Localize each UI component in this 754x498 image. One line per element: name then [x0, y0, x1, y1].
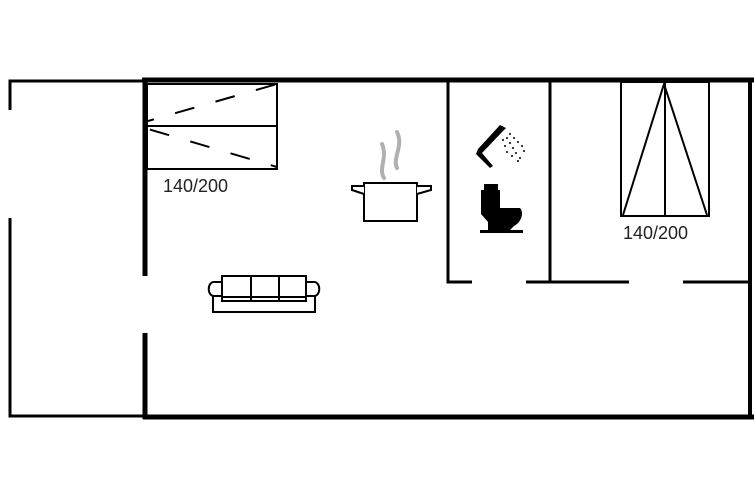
shower-icon: [476, 125, 525, 168]
terrace-outline: [8, 79, 144, 418]
double-bed-size-label: 140/200: [623, 223, 689, 243]
double-bed-icon: [620, 80, 710, 217]
steam-icon: [380, 130, 402, 180]
sofa-bed-size-label: 140/200: [163, 176, 229, 196]
cooking-pot-icon: [351, 182, 432, 222]
outer-walls: [142, 77, 754, 420]
sofa-bed-icon: [146, 83, 278, 170]
interior-walls: [446, 82, 750, 284]
sofa-icon: [207, 275, 321, 313]
toilet-icon: [480, 184, 523, 233]
